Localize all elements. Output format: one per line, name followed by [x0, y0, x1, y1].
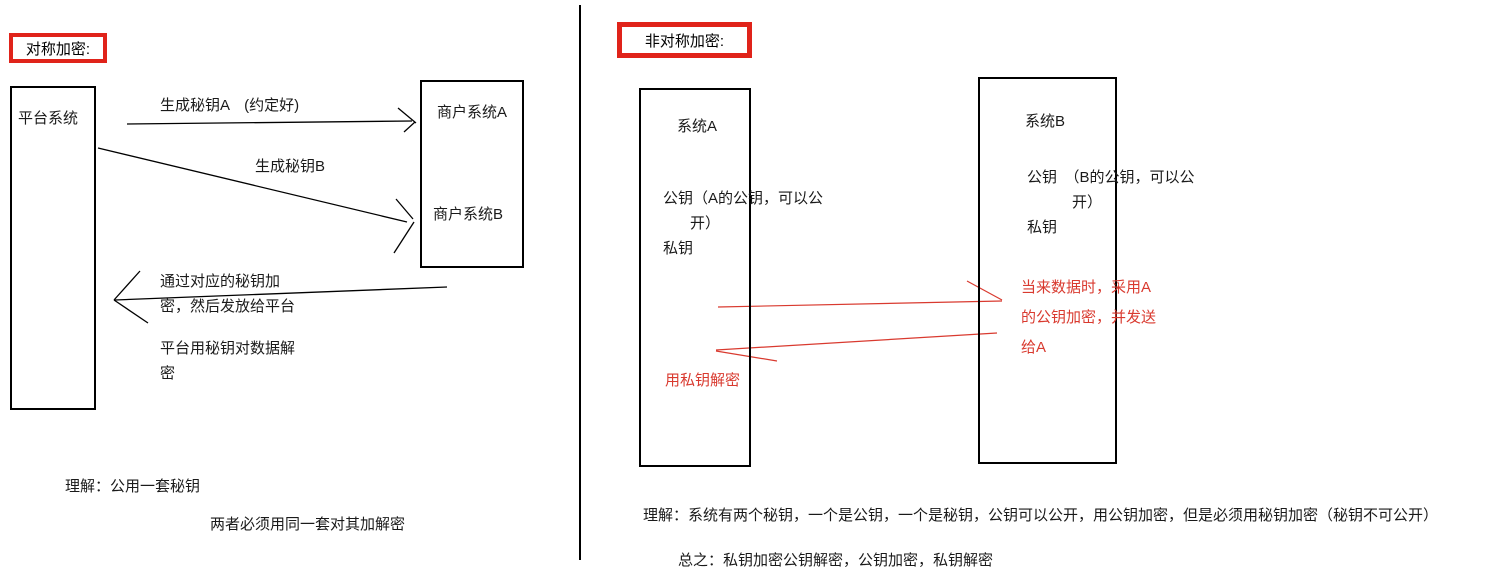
symmetric-understanding-note: 理解：公用一套秘钥 [65, 478, 201, 495]
system-b-box [978, 77, 1117, 464]
return-encrypted-note: 通过对应的秘钥加 密，然后发放给平台 [160, 269, 295, 319]
symmetric-title-frame: 对称加密: [9, 33, 107, 63]
system-b-public-key-line1: 公钥 （B的公钥，可以公 [1027, 169, 1195, 186]
generate-key-b-label: 生成秘钥B [255, 158, 326, 175]
arrow-generate-key-a-line [126, 120, 413, 125]
return-encrypted-note-line1: 通过对应的秘钥加 [160, 273, 281, 290]
encrypt-with-a-public-key-note: 当来数据时，采用A 的公钥加密，并发送 给A [1021, 273, 1156, 363]
encrypt-note-line2: 的公钥加密，并发送 [1021, 309, 1157, 326]
encrypt-note-line3: 给A [1021, 339, 1047, 356]
asymmetric-title: 非对称加密: [644, 32, 725, 50]
system-a-box [639, 88, 751, 467]
platform-decrypt-note-line1: 平台用秘钥对数据解 [160, 340, 296, 357]
symmetric-arrows [97, 107, 448, 324]
arrow-send-to-a-head-icon [966, 280, 1003, 301]
arrow-return-encrypted-head2-icon [113, 299, 149, 324]
arrow-generate-key-b-head2-icon [393, 221, 415, 254]
symmetric-title: 对称加密: [25, 40, 91, 58]
merchant-system-b-label: 商户系统B [433, 206, 504, 223]
system-b-keys: 公钥 （B的公钥，可以公 开） 私钥 [1027, 165, 1195, 240]
system-a-public-key-line1: 公钥（A的公钥，可以公 [663, 190, 824, 207]
platform-decrypt-note-line2: 密 [160, 365, 176, 382]
merchant-systems-box [420, 80, 524, 268]
arrow-decrypt-with-private-line [715, 332, 998, 351]
platform-decrypt-note: 平台用秘钥对数据解 密 [160, 336, 295, 386]
arrow-decrypt-with-private-head-icon [715, 350, 778, 362]
merchant-system-a-label: 商户系统A [437, 104, 508, 121]
asymmetric-title-frame: 非对称加密: [617, 22, 752, 58]
arrow-generate-key-b-head-icon [395, 198, 414, 220]
system-a-keys: 公钥（A的公钥，可以公 开） 私钥 [663, 186, 823, 261]
system-a-label: 系统A [677, 118, 718, 135]
platform-system-box [10, 86, 96, 410]
symmetric-same-key-note: 两者必须用同一套对其加解密 [210, 516, 406, 533]
platform-system-label: 平台系统 [18, 110, 79, 127]
arrow-generate-key-a-head2-icon [403, 121, 416, 133]
asymmetric-understanding-note: 理解：系统有两个秘钥，一个是公钥，一个是秘钥，公钥可以公开，用公钥加密，但是必须… [643, 507, 1439, 524]
system-b-label: 系统B [1025, 113, 1066, 130]
return-encrypted-note-line2: 密，然后发放给平台 [160, 298, 296, 315]
system-b-public-key-line2: 开） [1072, 194, 1103, 211]
decrypt-with-private-key-note: 用私钥解密 [665, 372, 741, 389]
encrypt-note-line1: 当来数据时，采用A [1021, 279, 1152, 296]
system-a-public-key-line2: 开） [690, 215, 721, 232]
arrow-return-encrypted-line [114, 286, 448, 301]
asymmetric-summary-note: 总之：私钥加密公钥解密，公钥加密，私钥解密 [678, 552, 994, 569]
asymmetric-arrows [715, 280, 1003, 362]
arrow-generate-key-b-line [97, 147, 408, 223]
system-a-private-key: 私钥 [663, 240, 694, 257]
system-b-private-key: 私钥 [1027, 219, 1058, 236]
arrow-generate-key-a-head-icon [397, 107, 417, 124]
arrow-return-encrypted-head-icon [113, 270, 141, 301]
arrow-send-to-a-line [717, 300, 1003, 308]
generate-key-a-label: 生成秘钥A (约定好) [160, 97, 300, 114]
